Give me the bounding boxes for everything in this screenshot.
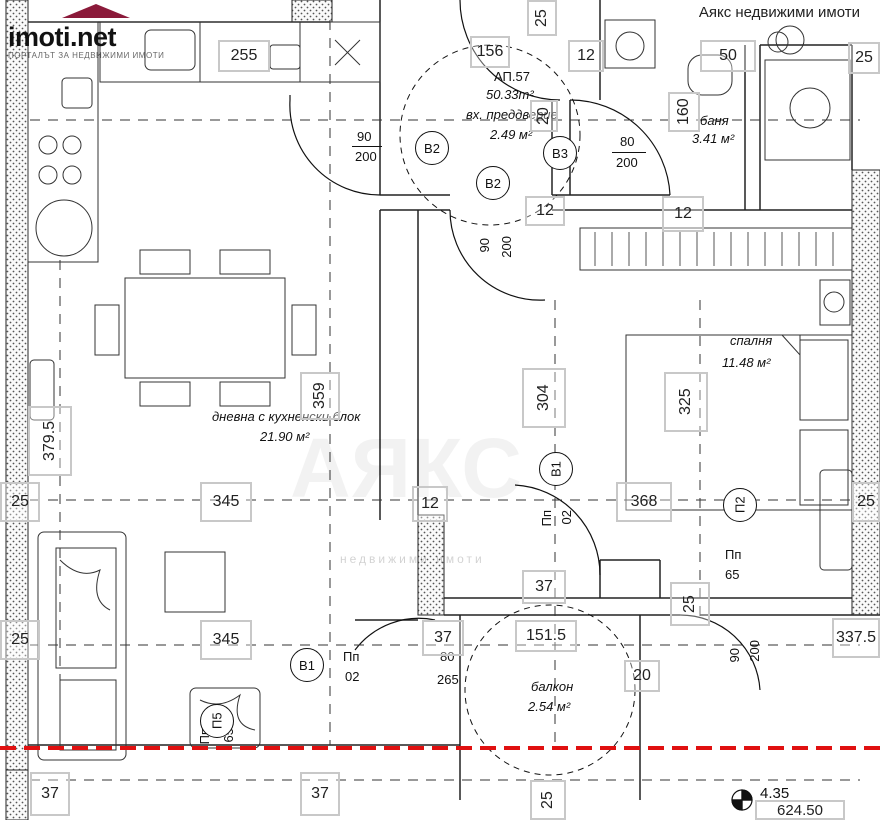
logo-word: imoti.net <box>8 22 117 52</box>
dim-368: 368 <box>616 482 672 522</box>
logo-tagline: ПОРТАЛЪТ ЗА НЕДВИЖИМИ ИМОТИ <box>8 51 165 60</box>
tag-b2-front: В2 <box>415 131 449 165</box>
dim-25-right-top: 25 <box>848 42 880 74</box>
dim-345-lower: 345 <box>200 620 252 660</box>
window-b1-extra2: 265 <box>437 672 459 687</box>
dim-37-center: 37 <box>522 570 566 604</box>
wall-bottom-left <box>5 769 29 820</box>
bedroom-area: 11.48 м² <box>722 355 771 370</box>
front-door-width: 90 <box>357 129 372 144</box>
living-name: дневна с кухненски блок <box>212 409 361 424</box>
tag-b1-living: В1 <box>290 648 324 682</box>
inner-door-height: 200 <box>499 236 514 258</box>
bath-door-width: 80 <box>620 134 635 149</box>
dim-151: 151.5 <box>515 620 577 652</box>
faint-logo: АЯКС <box>290 421 522 515</box>
dim-37-bottom-left: 37 <box>30 772 70 816</box>
wall-left <box>5 0 29 801</box>
tag-p5: П5 <box>200 704 234 738</box>
dim-25-lower-left: 25 <box>0 620 40 660</box>
dim-12-center: 12 <box>412 486 448 522</box>
dim-20-balcony: 20 <box>624 660 660 692</box>
window-right-value: 65 <box>725 567 740 582</box>
bath-door-divider <box>612 152 646 153</box>
dim-255: 255 <box>218 40 270 72</box>
dim-156: 156 <box>470 36 510 68</box>
dim-25-top: 25 <box>527 0 557 36</box>
bedroom-name: спалня <box>730 333 773 348</box>
bath-area: 3.41 м² <box>692 131 735 146</box>
tag-b2-inner: В2 <box>476 166 510 200</box>
window-mid-type: Пп <box>539 510 554 527</box>
level-marker-icon <box>731 789 753 811</box>
dim-379: 379.5 <box>28 406 72 476</box>
wall-top-left <box>291 0 333 23</box>
dim-304: 304 <box>522 368 566 428</box>
window-b1-extra: 80 <box>440 649 455 664</box>
wall-mid <box>417 514 445 616</box>
dim-25-right-mid: 25 <box>852 482 880 522</box>
hall-area: 2.49 м² <box>490 127 533 142</box>
bath-name: баня <box>700 113 729 128</box>
bathroom-fixtures <box>604 19 851 161</box>
tag-p2: П2 <box>723 488 757 522</box>
apartment-name: АП.57 <box>494 69 530 84</box>
dim-50: 50 <box>700 40 756 72</box>
dim-325: 325 <box>664 372 708 432</box>
balcony-door-height: 200 <box>747 640 762 662</box>
dim-25-bottom: 25 <box>530 780 566 820</box>
dim-12-mid: 12 <box>525 196 565 226</box>
bedroom-furniture <box>29 227 853 571</box>
window-right-type: Пп <box>725 547 742 562</box>
wall-right <box>851 169 880 616</box>
dining-table <box>94 249 317 407</box>
dim-25-left: 25 <box>0 482 40 522</box>
site-logo[interactable]: imoti.net ПОРТАЛЪТ ЗА НЕДВИЖИМИ ИМОТИ <box>8 4 165 60</box>
faint-logo-sub: недвижими имоти <box>340 552 485 566</box>
tag-b3: В3 <box>543 136 577 170</box>
living-area: 21.90 м² <box>260 429 310 444</box>
dim-359: 359 <box>300 372 340 420</box>
balcony-name: балкон <box>531 679 574 694</box>
front-door-height: 200 <box>355 149 377 164</box>
window-mid-value: 02 <box>559 510 574 525</box>
dim-160: 160 <box>668 92 700 132</box>
guide-lines <box>30 20 860 781</box>
dim-12-top: 12 <box>568 40 604 72</box>
tag-b1-bedroom: В1 <box>539 452 573 486</box>
level-value: 4.35 <box>760 785 790 802</box>
kitchen-counter <box>27 21 381 263</box>
balcony-area: 2.54 м² <box>528 699 571 714</box>
dim-37-bottom-mid: 37 <box>300 772 340 816</box>
window-left-value: 02 <box>345 669 360 684</box>
door-swings <box>289 0 761 691</box>
dim-337: 337.5 <box>832 618 880 658</box>
window-left-type: Пп <box>343 649 360 664</box>
inner-door-width: 90 <box>477 238 492 253</box>
dim-12-right: 12 <box>662 196 704 232</box>
balcony-door-width: 90 <box>727 648 742 663</box>
apartment-area: 50.33m² <box>486 87 534 102</box>
dim-25-lower-right: 25 <box>670 582 710 626</box>
dim-37-left: 37 <box>422 620 464 656</box>
hall-name: вх. преддверие <box>466 107 558 122</box>
logo-roof-icon <box>62 4 130 18</box>
dim-345-upper: 345 <box>200 482 252 522</box>
bath-door-height: 200 <box>616 155 638 170</box>
front-door-divider <box>352 146 382 147</box>
dim-624: 624.50 <box>755 800 845 820</box>
agency-watermark: Аякс недвижими имоти <box>694 4 864 21</box>
dim-20: 20 <box>530 100 558 132</box>
